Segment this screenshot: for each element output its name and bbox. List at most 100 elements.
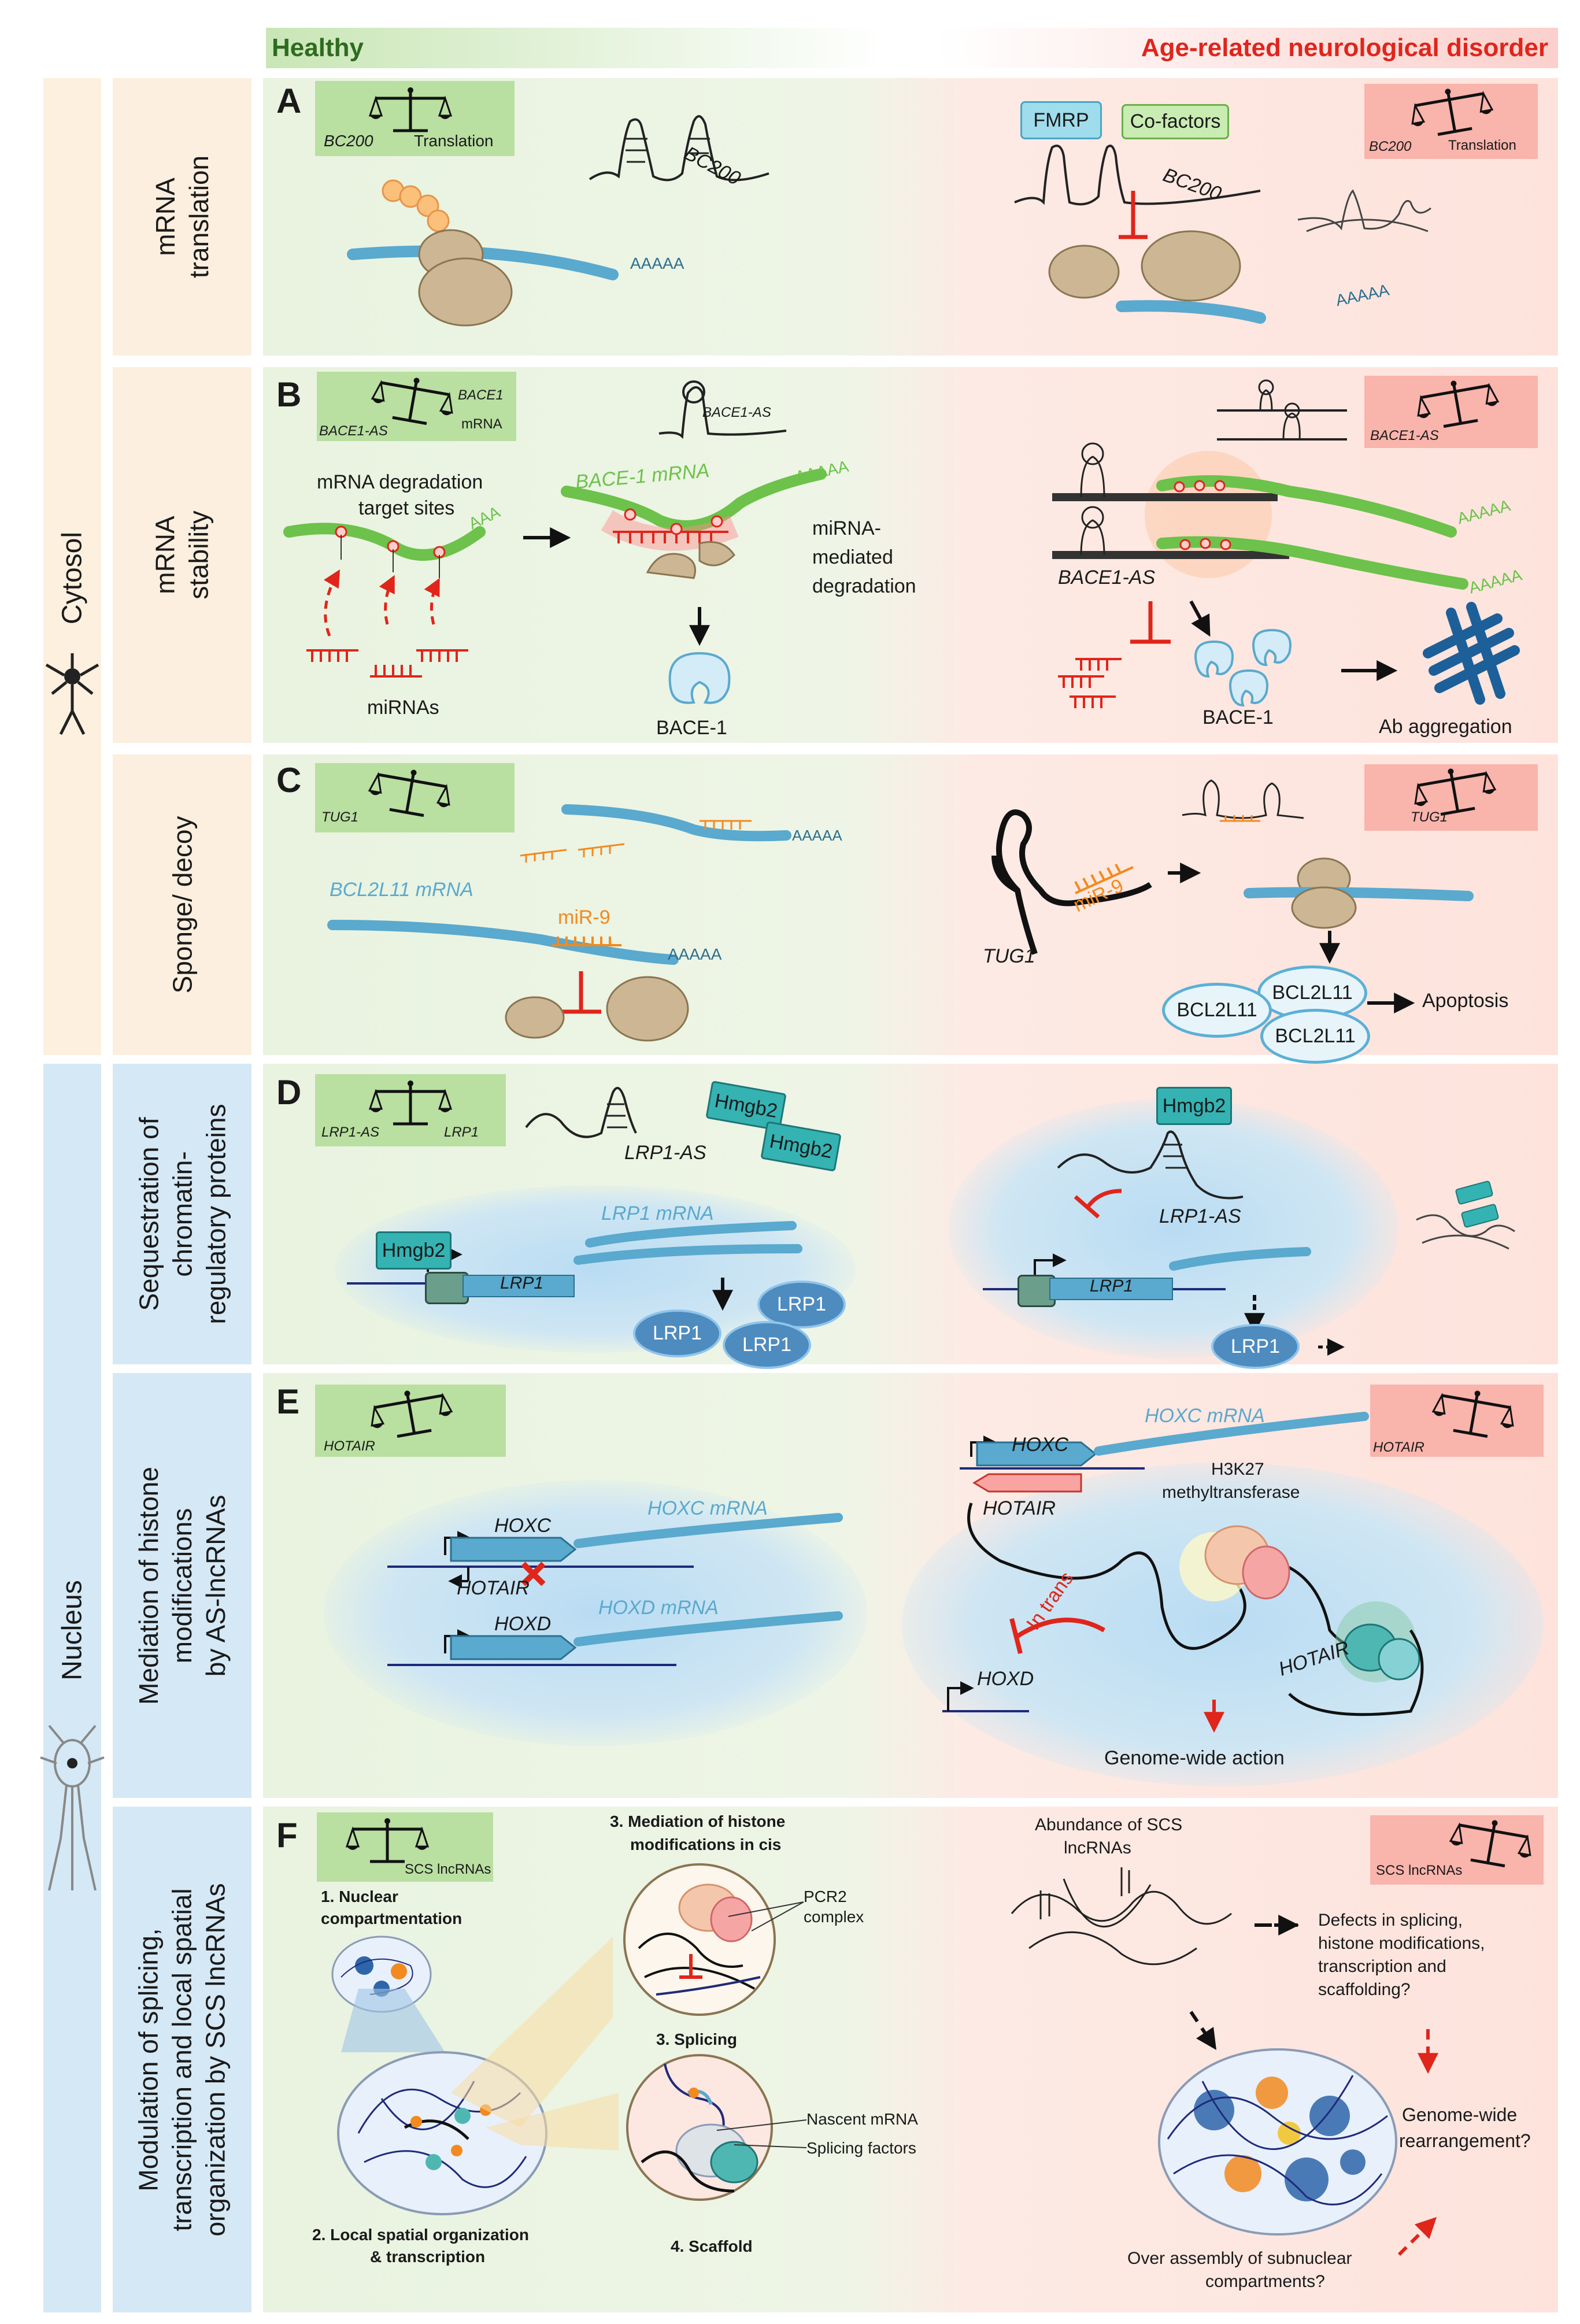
panel-c-aaaaa-top: AAAAA [792, 827, 842, 844]
bace1-stabilized-duplex [1052, 442, 1468, 590]
lrp1as-rna [525, 1087, 637, 1138]
scs-lncrna-tangle [1011, 1867, 1232, 1966]
balance-icon [347, 1816, 428, 1863]
lrp1-gene-r [1049, 1278, 1173, 1300]
balance-icon-tilted [1411, 87, 1492, 133]
panel-c-bal-r: TUG1 [1411, 809, 1448, 825]
green-mrna-degrading [561, 468, 827, 579]
panel-f-pcr2-2: complex [804, 1908, 864, 1926]
panel-f-local-1: 2. Local spatial organization [312, 2226, 529, 2244]
panel-e-genome-wide: Genome-wide action [1104, 1747, 1285, 1769]
panel-b-mirna-mediated-1: miRNA- [812, 517, 881, 539]
balance-icon-tilted [1451, 1818, 1532, 1864]
panel-c-bcl-mrna: BCL2L11 mRNA [330, 879, 473, 901]
bc200-tangle [1297, 189, 1431, 232]
panel-d-lrp1-gene-r: LRP1 [1090, 1276, 1134, 1296]
panel-e-balance-box-right [1370, 1385, 1544, 1457]
transition-arrow [523, 527, 571, 548]
panel-b-bace1: BACE-1 [656, 717, 727, 739]
panel-a-balance-box [315, 81, 515, 156]
scs-effects-arrows [1189, 1915, 1438, 2256]
panel-f-genome-1: Genome-wide [1402, 2104, 1518, 2125]
panel-f-splice-fac: Splicing factors [806, 2139, 916, 2157]
panel-e-hoxd: HOXD [494, 1613, 552, 1635]
panel-f-nuc-comp-1: 1. Nuclear [321, 1888, 398, 1905]
pcr2-pointer [728, 1901, 804, 1931]
balance-icon [370, 1389, 451, 1435]
panel-e-hoxc: HOXC [494, 1515, 552, 1537]
panel-a-bal-left: BC200 [324, 132, 373, 150]
panel-c-bal: TUG1 [321, 809, 359, 825]
panel-f-scaffold: 4. Scaffold [671, 2237, 753, 2255]
balance-icon [370, 86, 451, 132]
bcl2l11-protein-3: BCL2L11 [1260, 1009, 1370, 1064]
panel-d-lrp1as: LRP1-AS [624, 1142, 706, 1164]
panel-f-med-hist-2: modifications in cis [630, 1835, 782, 1853]
panel-b-bal-left: BACE1-AS [319, 423, 388, 439]
panel-f-nascent: Nascent mRNA [806, 2110, 918, 2128]
panel-b-letter: B [276, 375, 302, 414]
ribosome-translating [347, 179, 619, 327]
row-label-c: Sponge/ decoy [113, 754, 251, 1055]
bace1-protein-left [668, 607, 731, 704]
panel-f-defects-3: transcription and [1318, 1957, 1446, 1976]
sidebar-cytosol [43, 78, 101, 1055]
panel-f-nuc-comp-2: compartmentation [321, 1909, 462, 1927]
panel-a-bal-left-r: BC200 [1369, 139, 1412, 154]
panel-e-h3k27-1: H3K27 [1211, 1460, 1264, 1479]
panel-c-letter: C [276, 761, 302, 800]
hmgb2-sequestered: Hmgb2 [1156, 1087, 1232, 1125]
panel-f-bal-r: SCS lncRNAs [1376, 1863, 1463, 1878]
panel-c-tug1: TUG1 [983, 945, 1035, 967]
row-label-f: Modulation of splicing,transcription and… [113, 1807, 251, 2312]
panel-e-letter: E [276, 1382, 300, 1421]
panel-b-mirna-mediated-2: mediated [812, 546, 893, 568]
panel-e-bal: HOTAIR [324, 1438, 375, 1454]
hox-loci-healthy [387, 1513, 843, 1666]
sponge-mrna-top [520, 804, 791, 863]
hmgb2-bound: Hmgb2 [376, 1231, 452, 1270]
splicing-circle [626, 2054, 773, 2201]
panel-e-hoxd-r: HOXD [977, 1668, 1034, 1690]
panel-a-letter: A [276, 82, 302, 120]
header-disorder: Age-related neurological disorder [1141, 34, 1548, 62]
panel-e-h3k27-2: methyltransferase [1162, 1483, 1300, 1502]
inhibited-ribosome [505, 971, 689, 1042]
panel-d-bal-right: LRP1 [444, 1124, 479, 1140]
panel-f-over-2: compartments? [1205, 2272, 1325, 2291]
panel-b-deg-sites-2: target sites [358, 497, 455, 519]
panel-f-balance-box-right [1370, 1815, 1544, 1885]
panel-c-mir9: miR-9 [558, 906, 610, 928]
panel-b-mirna-mediated-3: degradation [812, 575, 916, 597]
panel-c-aaaaa: AAAAA [668, 945, 722, 963]
panel-b-bace1as-r: BACE1-AS [1058, 567, 1156, 589]
panel-f-pcr2-1: PCR2 [804, 1888, 847, 1905]
green-mrna-left [283, 523, 486, 678]
balance-icon-tilted [1416, 379, 1497, 425]
splicing-pointer [716, 2119, 807, 2148]
hmgb2-rna-complex [1416, 1180, 1515, 1250]
panel-d-lrp1-mrna: LRP1 mRNA [601, 1202, 714, 1224]
panel-a-polya: AAAAA [630, 254, 684, 272]
panel-e-hoxd-mrna: HOXD mRNA [598, 1597, 719, 1619]
panel-f-genome-2: rearrangement? [1399, 2130, 1531, 2151]
panel-b-balance-box-right [1364, 376, 1538, 448]
bcl2l11-protein-2: BCL2L11 [1162, 983, 1272, 1038]
panel-f-abund-2: lncRNAs [1064, 1838, 1131, 1857]
lrp1-protein-1: LRP1 [757, 1281, 846, 1328]
panel-d-bal-left: LRP1-AS [321, 1124, 380, 1140]
lrp1-protein-r: LRP1 [1211, 1324, 1300, 1369]
bace1as-rna-pair [1217, 379, 1347, 441]
sidebar-nucleus [43, 1064, 101, 2312]
promoter-box [425, 1272, 469, 1304]
panel-b-mirnas: miRNAs [367, 697, 439, 719]
bc200-bound [1014, 145, 1261, 206]
translating-ribosome-r [1244, 857, 1474, 964]
histone-mod-circle [623, 1863, 776, 2016]
balance-icon [370, 768, 451, 814]
panel-f-local-2: & transcription [370, 2248, 486, 2266]
